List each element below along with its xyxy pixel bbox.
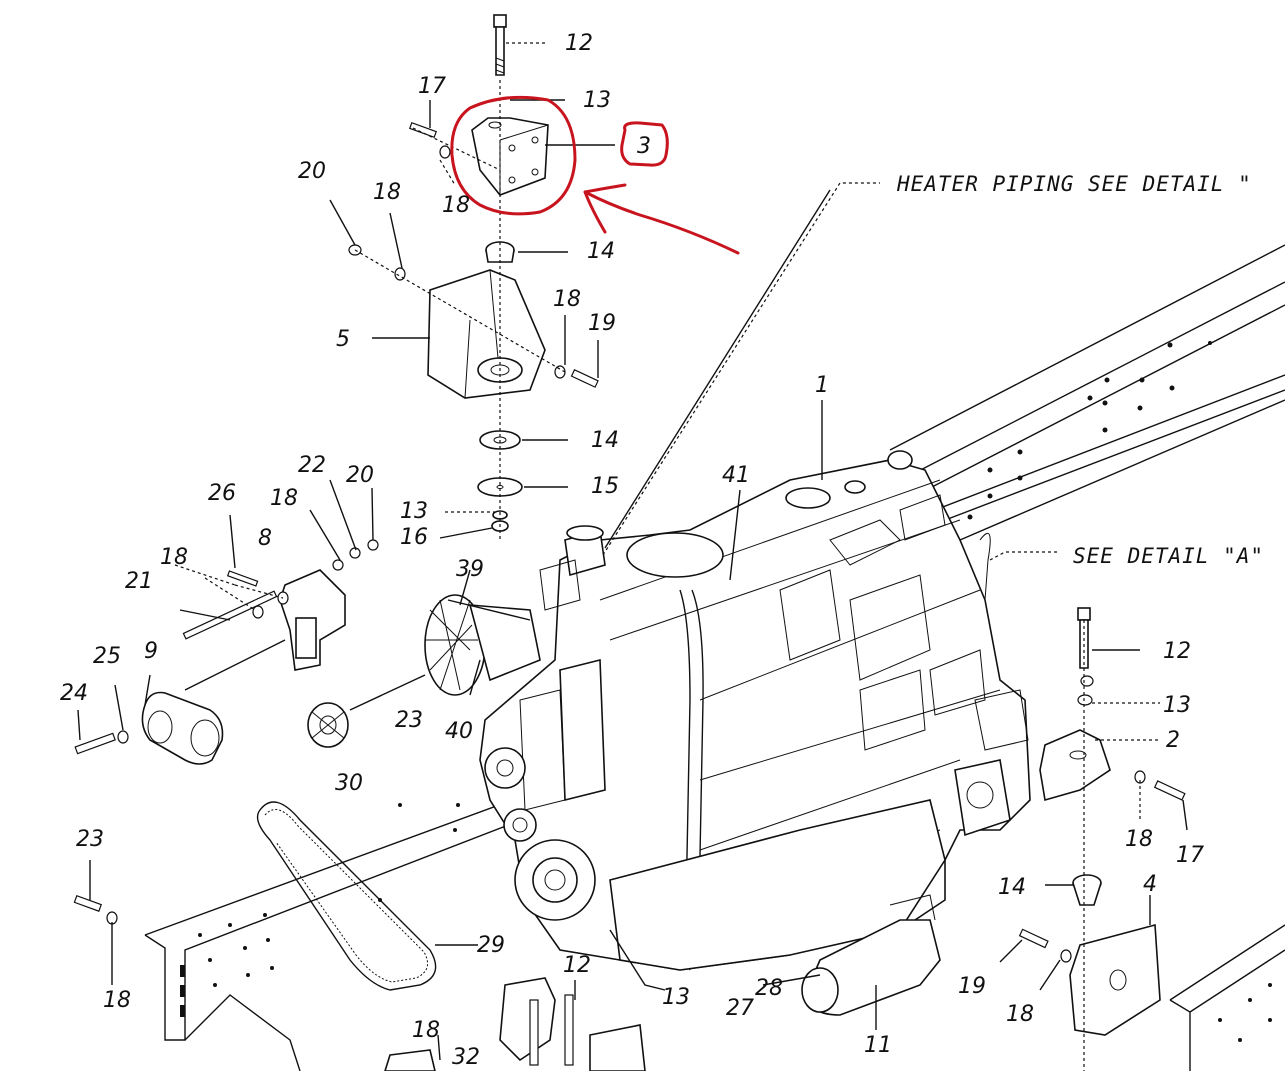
label-41: 41 (722, 463, 750, 488)
washer-15 (477, 477, 523, 497)
bracket-lower (384, 977, 646, 1071)
label-12-bottom: 12 (563, 953, 591, 978)
fasteners (73, 121, 1186, 1066)
tensioner-9 (141, 691, 224, 765)
highlight-box-3 (620, 121, 669, 167)
label-20-mid: 20 (346, 463, 374, 488)
engine-block (479, 450, 1031, 971)
label-22: 22 (298, 453, 326, 478)
label-21: 21 (125, 569, 153, 594)
callout-see-detail-a: SEE DETAIL "A" (1073, 544, 1264, 568)
pulley-30 (307, 702, 349, 748)
label-23-left: 23 (76, 827, 104, 852)
label-9: 9 (144, 639, 158, 664)
label-39: 39 (456, 557, 484, 582)
label-2: 2 (1166, 728, 1180, 753)
bracket-3 (471, 117, 549, 196)
label-14-right: 14 (998, 875, 1026, 900)
label-17-top: 17 (418, 74, 446, 99)
label-11: 11 (864, 1033, 892, 1058)
label-29: 29 (477, 933, 505, 958)
callout-heater-piping: HEATER PIPING SEE DETAIL " (896, 172, 1252, 196)
isolator-14-upper (485, 241, 515, 263)
cooling-fan (424, 594, 541, 696)
label-13-top: 13 (583, 88, 611, 113)
label-20-top: 20 (298, 159, 326, 184)
label-18-top: 18 (373, 180, 401, 205)
label-18-rail: 18 (103, 988, 131, 1013)
label-5: 5 (336, 327, 350, 352)
label-13-bottom: 13 (662, 985, 690, 1010)
label-18-bottom-right: 18 (1006, 1002, 1034, 1027)
isolator-14-right (1072, 874, 1102, 906)
red-highlight (450, 95, 740, 255)
label-18-mid: 18 (270, 486, 298, 511)
label-14-upper: 14 (587, 239, 615, 264)
label-28: 28 (755, 976, 783, 1001)
label-32: 32 (452, 1045, 480, 1070)
label-17-right: 17 (1176, 843, 1204, 868)
frame-rail-left (144, 789, 561, 1071)
label-8: 8 (258, 526, 272, 551)
label-4: 4 (1143, 872, 1157, 897)
label-18-left: 18 (160, 545, 188, 570)
label-19-bottom: 19 (958, 974, 986, 999)
belt-29 (256, 801, 437, 991)
leader-lines (77, 42, 1188, 1071)
highlight-arrow (583, 183, 740, 255)
label-15: 15 (591, 474, 619, 499)
bolt-12-top (493, 14, 507, 76)
label-18-bracket3: 18 (442, 193, 470, 218)
frame-rail-lower-right (1169, 924, 1285, 1071)
bracket-5 (427, 269, 546, 399)
label-13-mid: 13 (400, 499, 428, 524)
label-12-right: 12 (1163, 639, 1191, 664)
highlight-circle (450, 95, 577, 216)
label-26: 26 (208, 481, 236, 506)
label-3: 3 (637, 134, 651, 159)
label-18-rmount: 18 (1125, 827, 1153, 852)
label-25: 25 (93, 644, 121, 669)
label-30: 30 (335, 771, 363, 796)
label-12-top: 12 (565, 31, 593, 56)
bracket-2 (1039, 729, 1111, 802)
label-18-right: 18 (553, 287, 581, 312)
label-40: 40 (445, 719, 473, 744)
bracket-4 (1069, 923, 1161, 1036)
starter-11 (801, 894, 941, 1016)
frame-rail-right (889, 244, 1285, 541)
part-labels: 12 13 17 3 20 18 18 14 18 19 5 14 15 1 4… (60, 31, 1264, 1070)
label-24: 24 (60, 681, 88, 706)
label-23-fan: 23 (395, 708, 423, 733)
label-18-bottom: 18 (412, 1018, 440, 1043)
label-27: 27 (726, 996, 754, 1021)
bracket-8 (279, 569, 346, 671)
label-13-right: 13 (1163, 693, 1191, 718)
label-1: 1 (815, 373, 829, 398)
label-19-top: 19 (588, 311, 616, 336)
label-16: 16 (400, 525, 428, 550)
label-14-lower: 14 (591, 428, 619, 453)
